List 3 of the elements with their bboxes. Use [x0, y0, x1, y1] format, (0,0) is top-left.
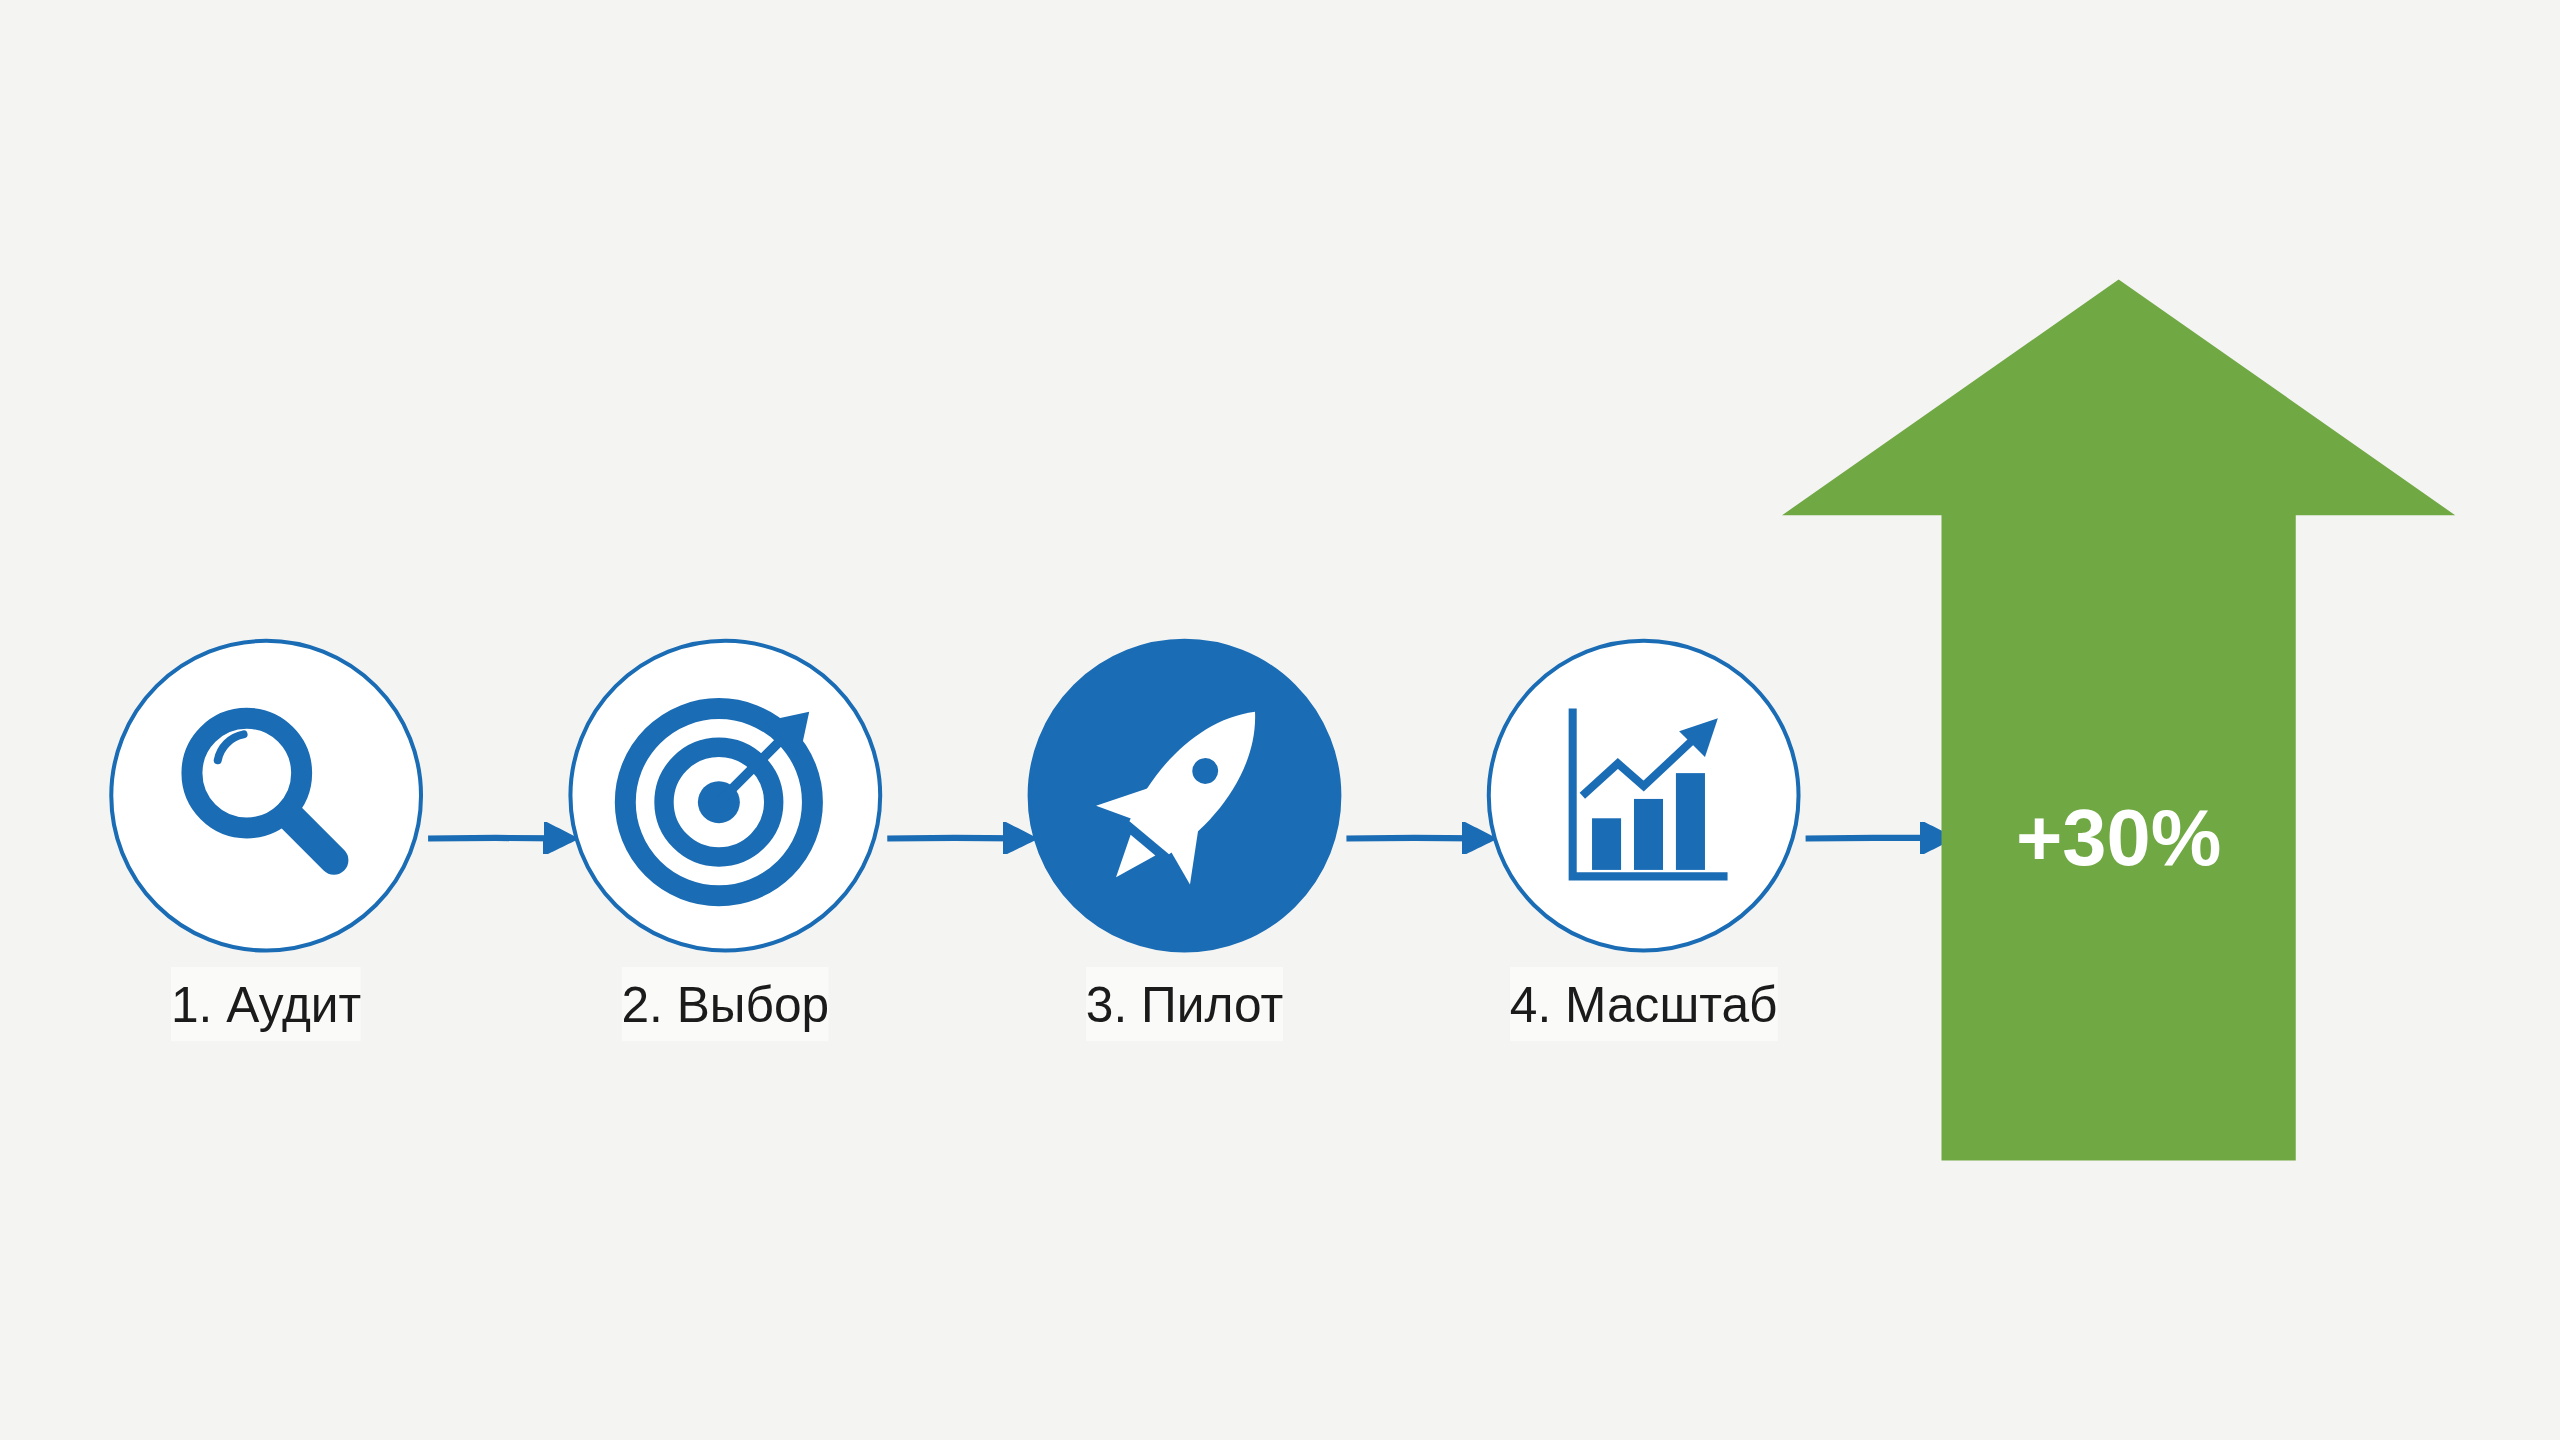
arrow	[887, 820, 1037, 857]
arrow	[428, 820, 578, 857]
arrow	[1346, 820, 1496, 857]
